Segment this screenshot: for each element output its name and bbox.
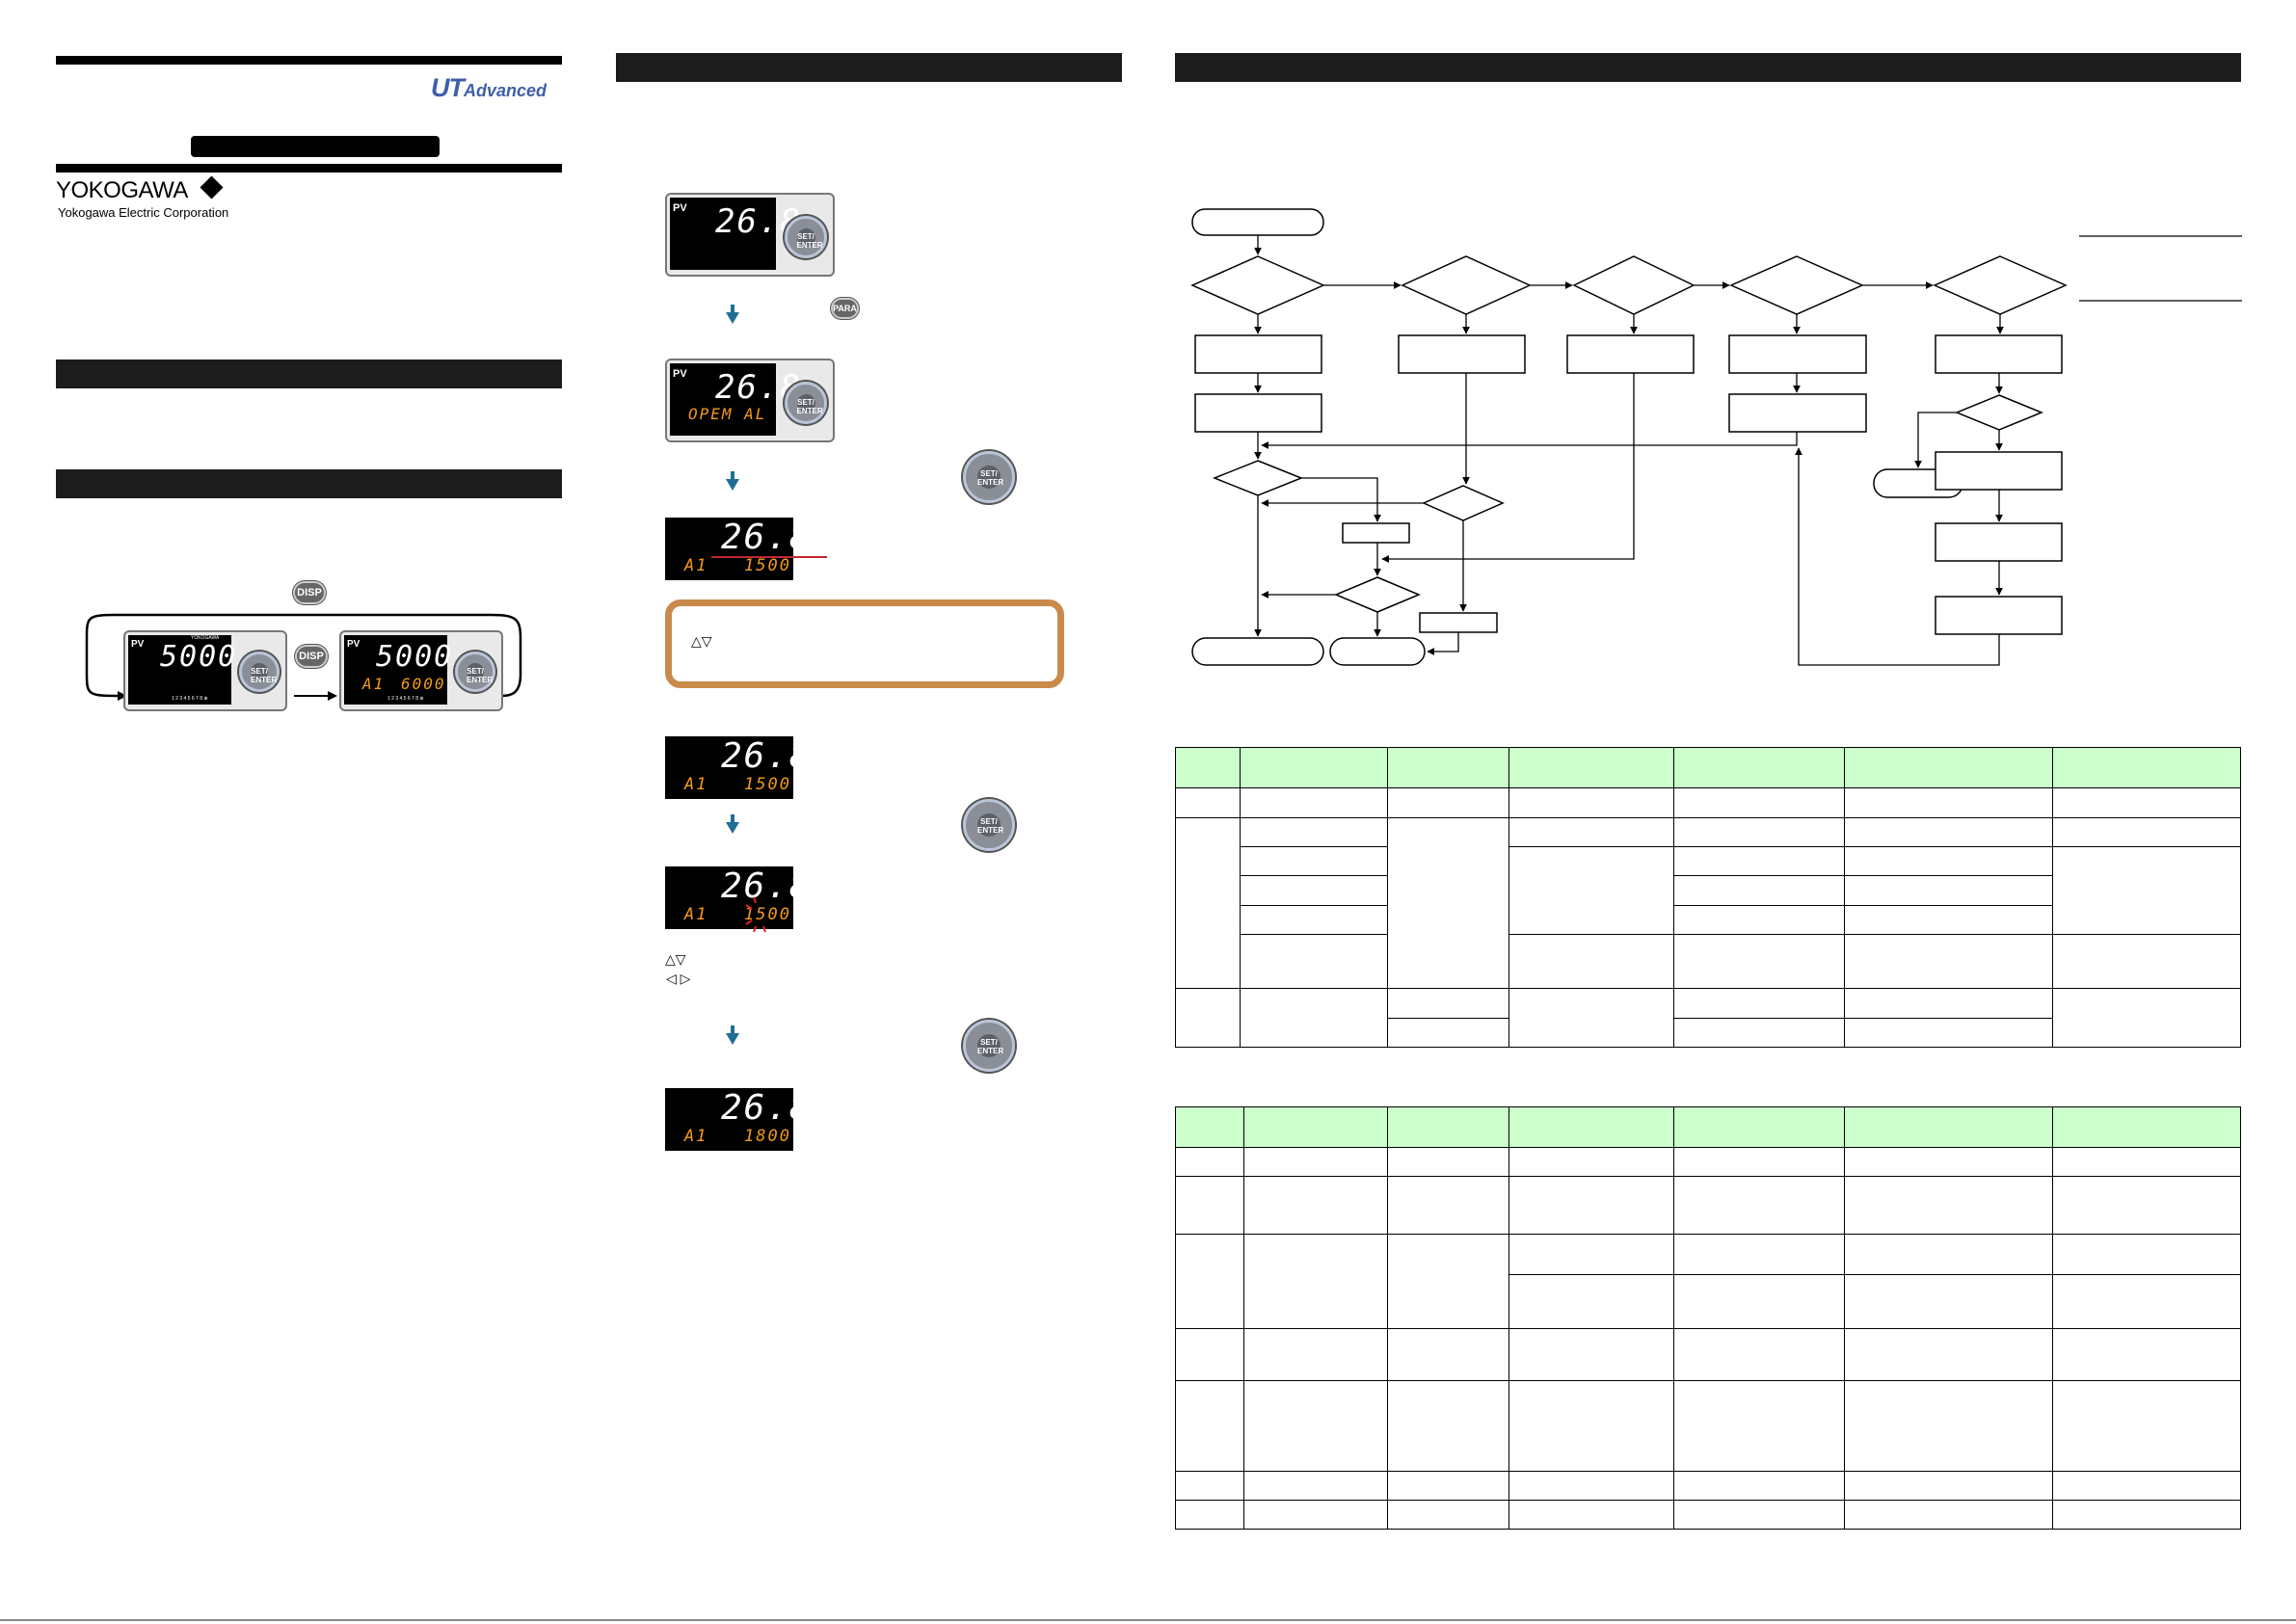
set-enter-key-2[interactable]: SET/ ENTER: [963, 799, 1015, 851]
controller-display-1: PV 5000 1 2 3 4 5 6 7 8 ⊕ YOKOGAWA SET/ …: [123, 630, 287, 711]
table-1: [1175, 746, 2241, 1049]
left-right-keys-icon: ◁ ▷: [666, 971, 691, 986]
para-key[interactable]: PARA: [831, 298, 859, 319]
a1-label: A1: [684, 1127, 708, 1146]
section-header-1: [56, 359, 562, 388]
set-enter-dial[interactable]: SET/ ENTER: [785, 382, 827, 424]
utadvanced-logo: UTAdvanced: [431, 73, 547, 102]
a1-label: A1: [684, 905, 708, 924]
set-enter-key-3[interactable]: SET/ ENTER: [963, 1020, 1015, 1072]
pv-value: 26.8: [721, 518, 813, 557]
set-enter-dial[interactable]: SET/ ENTER: [785, 216, 827, 258]
controller-display-2: PV 5000 A1 6000 1 2 3 4 5 6 7 8 ⊕ SET/ E…: [339, 630, 503, 711]
section-header-2: [56, 469, 562, 498]
a1-value: 1500: [744, 775, 791, 794]
a1-label: A1: [684, 556, 708, 575]
troubleshooting-flowchart: [1190, 208, 2242, 666]
down-arrow-2: [726, 479, 739, 491]
pv-label: PV: [673, 202, 687, 214]
lcd-step-4: 26.8 A1 1500: [665, 736, 811, 799]
lcd-step-5: 26.8 A1 1500: [665, 866, 811, 933]
note-callout: △▽: [665, 599, 1064, 688]
a1-value-blinking: 1500: [744, 905, 791, 924]
title-pill: [191, 136, 440, 157]
pointer-line: [711, 556, 827, 558]
diamond-icon: [200, 175, 224, 200]
table-2: [1175, 1106, 2241, 1530]
a1-value: 1500: [744, 556, 791, 575]
controller-step-1: PV 26.8 SET/ ENTER: [665, 193, 835, 277]
blink-rays-icon: [745, 896, 766, 933]
controller-step-2: PV 26.8 OPEM AL SET/ ENTER: [665, 359, 835, 442]
rule-under-title: [56, 164, 562, 173]
yokogawa-logo: YOKOGAWA: [56, 175, 224, 204]
lcd-step-3: 26.8 A1 1500: [665, 518, 811, 580]
a1-value: 1800: [744, 1127, 791, 1146]
pv-value: 26.8: [721, 1088, 813, 1128]
pv-value: 26.8: [721, 866, 813, 906]
pv-label: PV: [673, 368, 687, 380]
disp-key[interactable]: DISP: [293, 581, 326, 604]
set-enter-dial[interactable]: SET/ ENTER: [455, 652, 495, 692]
down-arrow-4: [726, 1033, 739, 1045]
pv-value: 5000: [376, 640, 454, 674]
set-enter-dial[interactable]: SET/ ENTER: [239, 652, 280, 692]
up-down-keys-icon: △▽: [665, 951, 686, 967]
company-name: Yokogawa Electric Corporation: [58, 205, 229, 220]
pv-value: 26.8: [721, 736, 813, 776]
a1-label: A1: [362, 675, 386, 693]
disp-key-middle[interactable]: DISP: [295, 645, 328, 668]
disp-loop-arrow: [85, 613, 522, 701]
led-row: 1 2 3 4 5 6 7 8 ⊕: [387, 696, 424, 702]
section-header-3: [616, 53, 1122, 82]
down-arrow-1: [726, 312, 739, 324]
a1-value: 6000: [401, 675, 446, 693]
a1-label: A1: [684, 775, 708, 794]
down-arrow-3: [726, 822, 739, 834]
up-down-keys-icon: △▽: [691, 633, 712, 649]
pv-value: 5000: [160, 640, 238, 674]
pv-label: PV: [347, 639, 360, 650]
page-bottom-rule: [0, 1619, 2296, 1621]
set-enter-key-1[interactable]: SET/ ENTER: [963, 451, 1015, 503]
brand-label: YOKOGAWA: [191, 635, 220, 641]
lcd-step-6: 26.8 A1 1800: [665, 1088, 811, 1151]
led-row: 1 2 3 4 5 6 7 8 ⊕: [172, 696, 208, 702]
menu-text: OPEM AL: [688, 405, 767, 423]
pv-label: PV: [131, 639, 145, 650]
top-rule: [56, 56, 562, 65]
section-header-4: [1175, 53, 2241, 82]
